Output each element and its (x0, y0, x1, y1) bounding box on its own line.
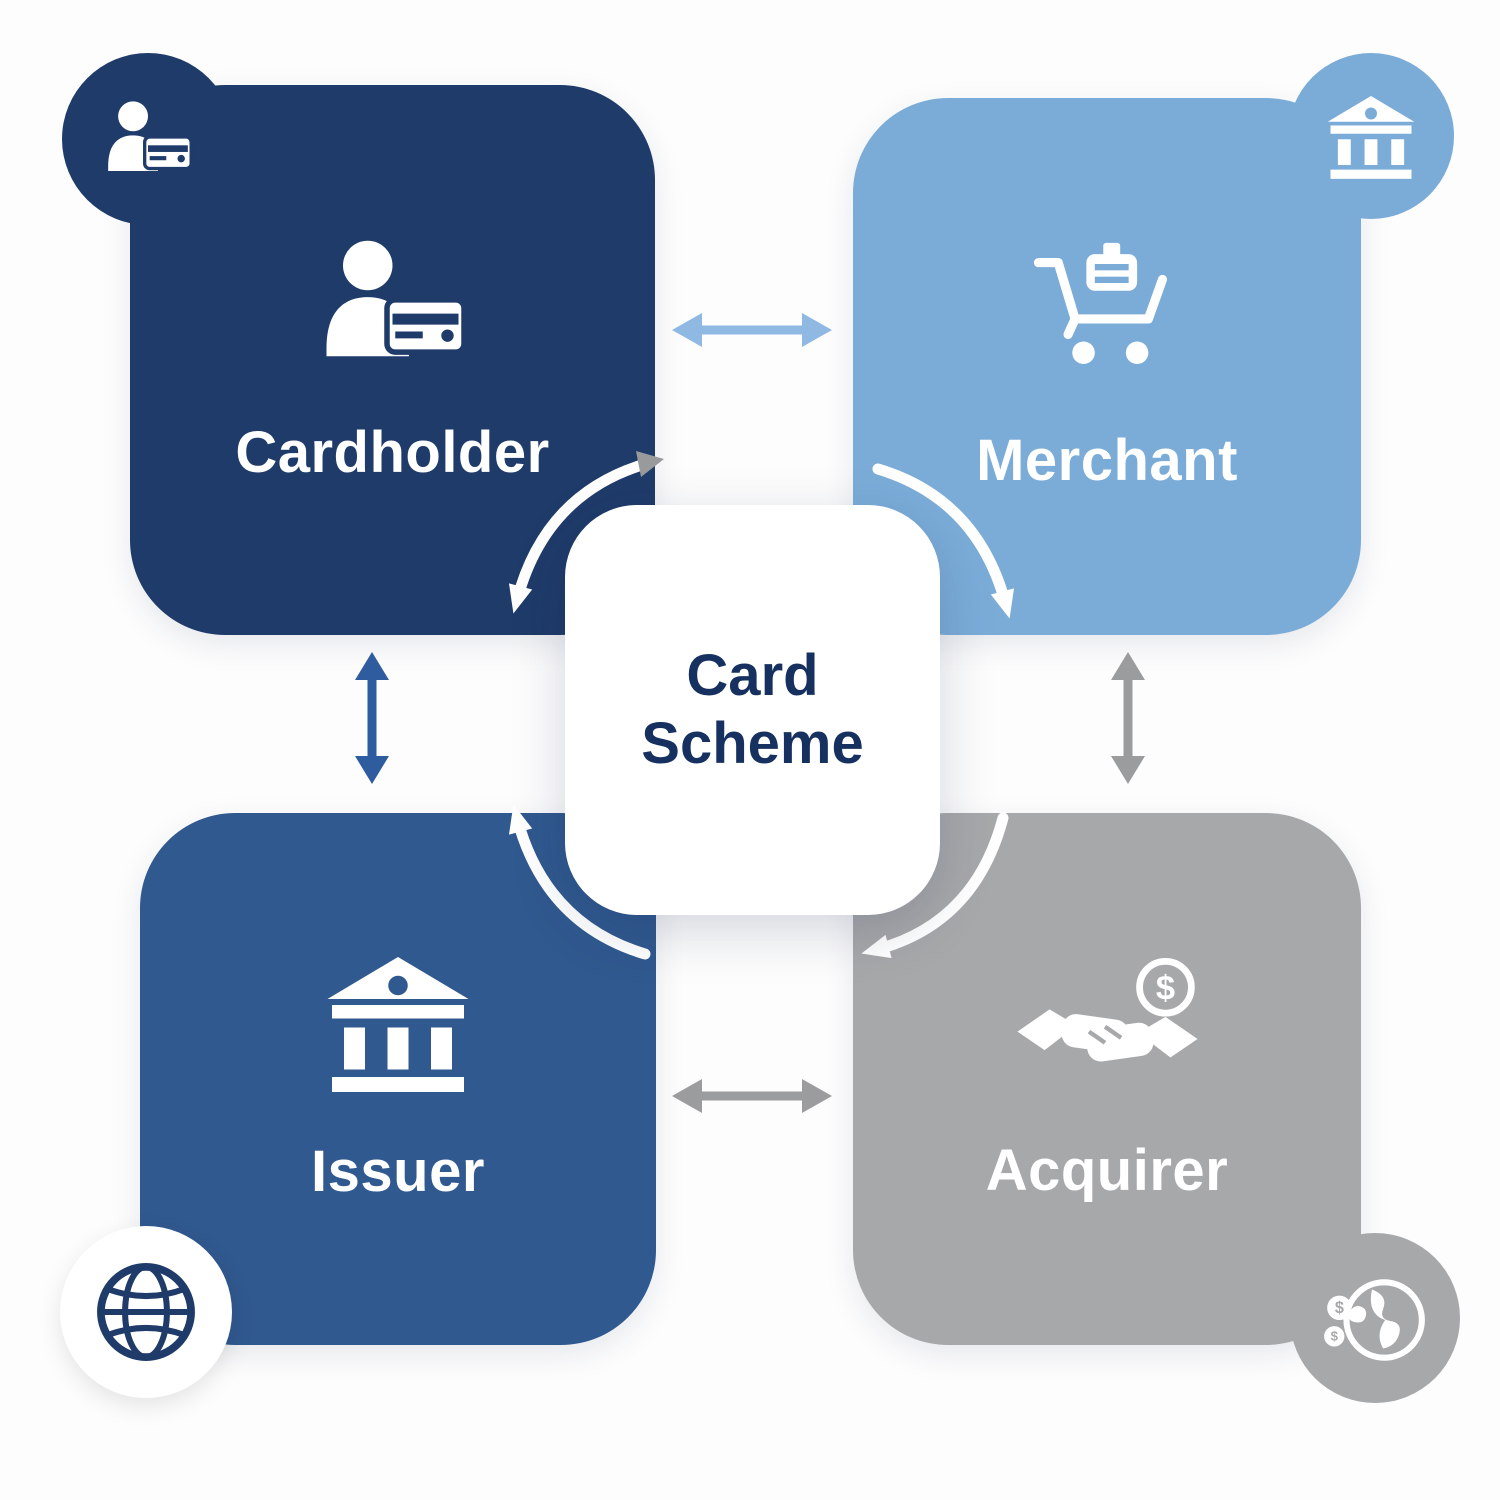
handshake-coin-icon: $ (1015, 955, 1200, 1091)
svg-text:$: $ (1331, 1328, 1339, 1343)
person-card-icon (310, 235, 475, 373)
shopping-cart-icon (1030, 240, 1185, 381)
arrow-merchant-acquirer (1098, 648, 1158, 788)
node-acquirer: $ Acquirer (853, 813, 1361, 1345)
card-scheme-label: Card Scheme (641, 642, 864, 776)
node-cardholder: Cardholder (130, 85, 655, 635)
arrow-issuer-acquirer (668, 1066, 836, 1126)
arrow-cardholder-merchant (668, 300, 836, 360)
person-card-icon (98, 98, 198, 181)
svg-text:$: $ (1155, 969, 1174, 1007)
node-acquirer-label: Acquirer (985, 1137, 1229, 1203)
node-issuer-label: Issuer (311, 1138, 485, 1204)
card-scheme-box: Card Scheme (565, 505, 940, 915)
cardholder-corner-badge (62, 53, 234, 225)
acquirer-corner-badge: $ $ (1290, 1233, 1460, 1403)
globe-coins-icon: $ $ (1319, 1267, 1431, 1369)
globe-icon (91, 1257, 201, 1367)
bank-icon (1325, 94, 1417, 179)
node-cardholder-label: Cardholder (235, 419, 550, 485)
issuer-corner-badge (60, 1226, 232, 1398)
node-merchant-label: Merchant (976, 427, 1238, 493)
svg-text:$: $ (1335, 1299, 1344, 1317)
bank-icon (323, 954, 473, 1092)
arrow-cardholder-issuer (342, 648, 402, 788)
merchant-corner-badge (1288, 53, 1454, 219)
